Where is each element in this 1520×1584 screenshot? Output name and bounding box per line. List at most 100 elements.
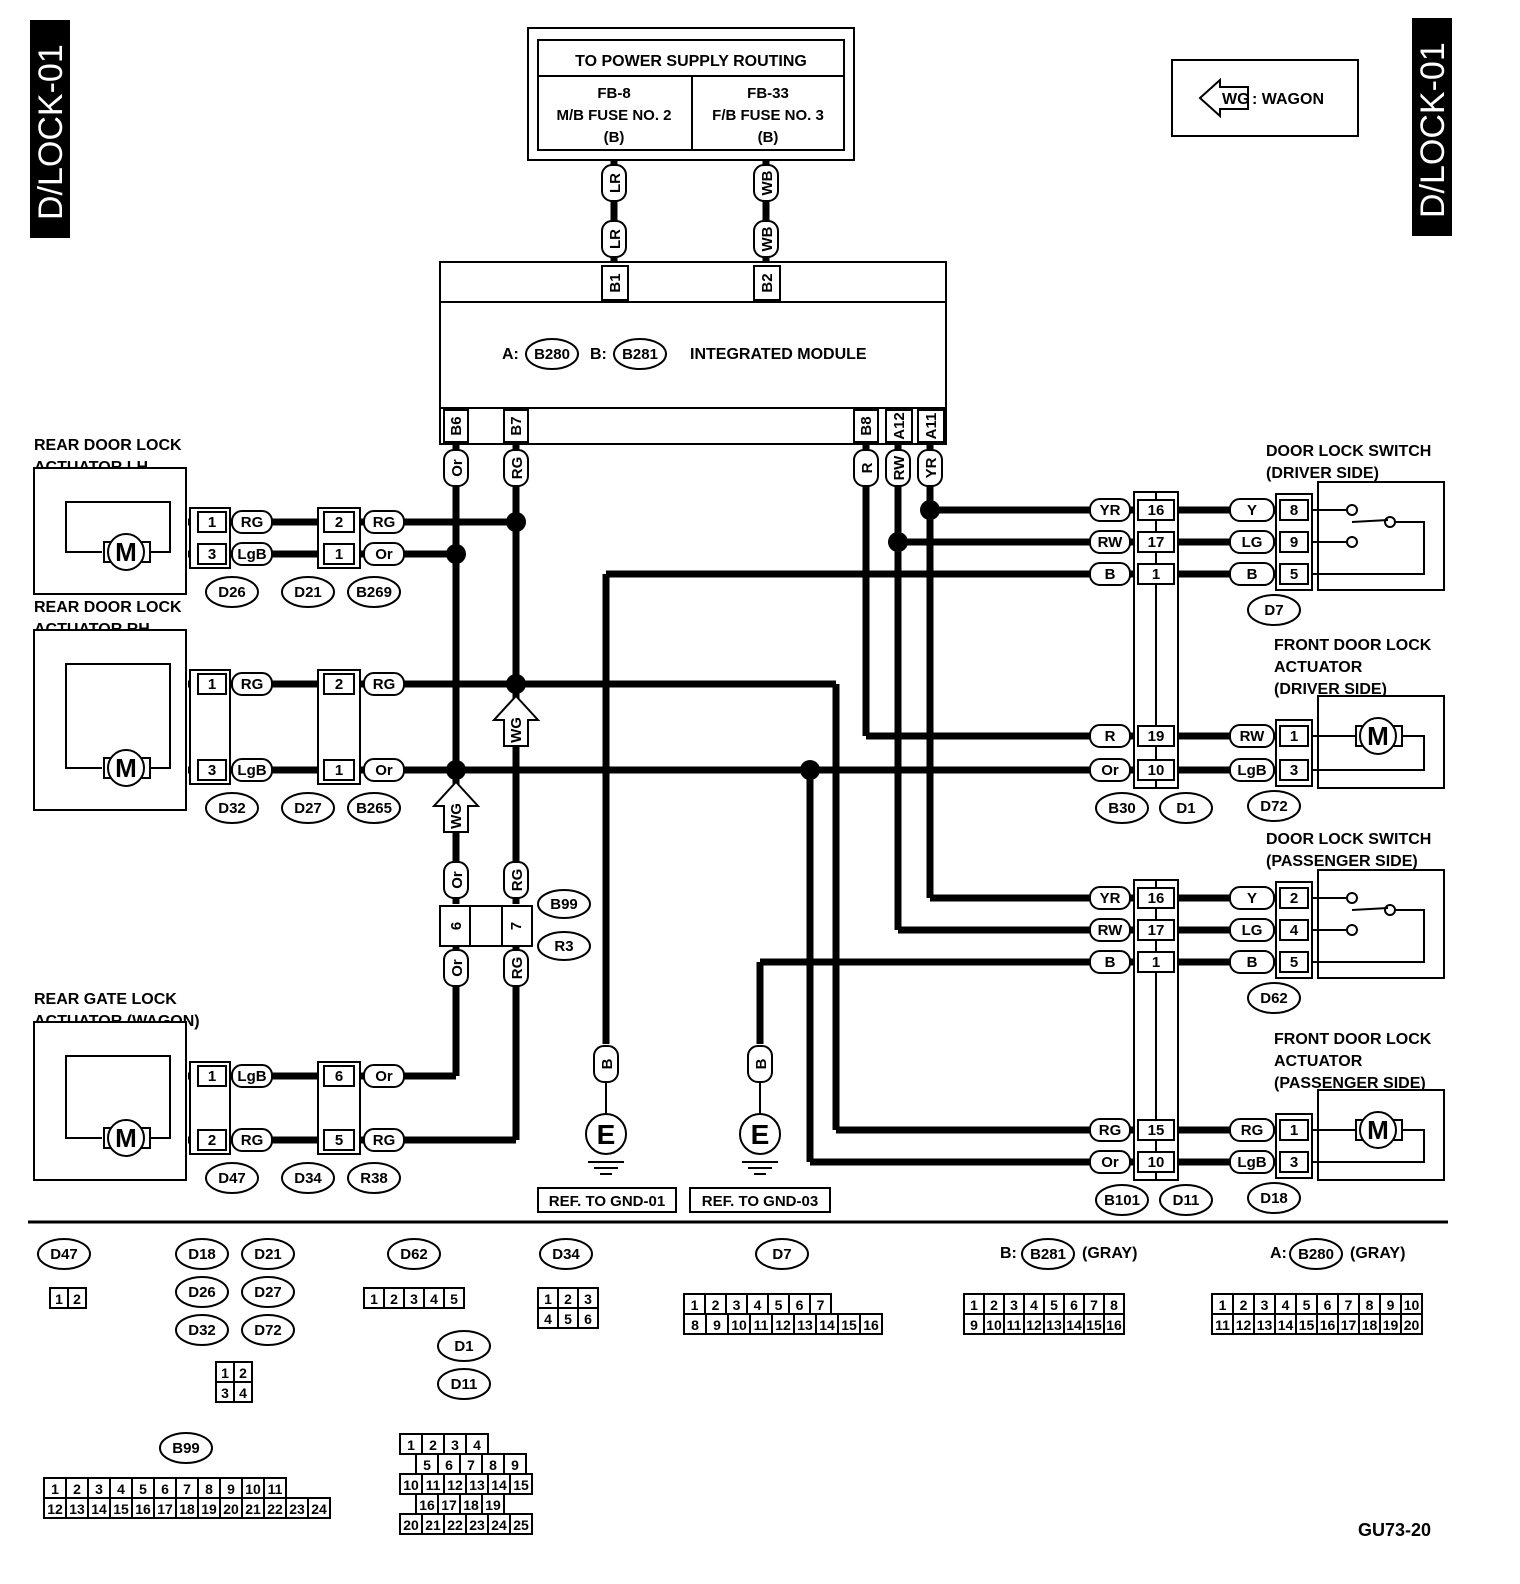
actuator-pass-wire-b: LgB <box>1229 1150 1275 1174</box>
rear-lh-motor: M <box>103 533 151 571</box>
pin-b2: B2 <box>759 273 776 292</box>
svg-text:B30: B30 <box>1108 800 1136 817</box>
rear-rh-wire-a: RG <box>231 672 273 696</box>
svg-text:D62: D62 <box>400 1246 428 1263</box>
rear-rh-conn-a: D32 <box>205 792 259 824</box>
svg-text:4: 4 <box>239 1385 247 1401</box>
col-driver-wire-0: YR <box>1089 498 1131 522</box>
svg-text:4: 4 <box>430 1291 438 1307</box>
actuator-driver-wire-b: LgB <box>1229 758 1275 782</box>
rear-lh-conn2-a: 2 <box>323 511 355 533</box>
svg-text:12: 12 <box>1236 1317 1252 1333</box>
switch-driver-wire-2: B <box>1229 562 1275 586</box>
actuator-pass-pin-1: 1 <box>1279 1119 1309 1141</box>
fuse-left-id: FB-8 <box>597 85 630 102</box>
page-code-tab-left: D/LOCK-01 <box>30 20 70 238</box>
svg-text:14: 14 <box>91 1501 107 1517</box>
actuator-driver-label: FRONT DOOR LOCK <box>1274 637 1432 654</box>
svg-text:B99: B99 <box>172 1440 200 1457</box>
svg-text:23: 23 <box>289 1501 305 1517</box>
col-pass-conn-a: B101 <box>1095 1184 1149 1216</box>
svg-text:5: 5 <box>1290 954 1298 971</box>
svg-text:10: 10 <box>245 1481 261 1497</box>
col-driver-pin-16: 16 <box>1137 499 1175 521</box>
switch-pass-wire-0: Y <box>1229 886 1275 910</box>
svg-text:3: 3 <box>221 1385 229 1401</box>
svg-text:Or: Or <box>449 459 466 477</box>
svg-text:16: 16 <box>135 1501 151 1517</box>
rear-lh-pin-b: 3 <box>197 543 227 565</box>
switch-pass-wire-2: B <box>1229 950 1275 974</box>
cv-d62-name: D62 <box>387 1238 441 1270</box>
pin-b6: B6 <box>448 416 465 435</box>
actuator-driver-label: ACTUATOR <box>1274 659 1363 676</box>
svg-text:17: 17 <box>1148 922 1165 939</box>
col-pass-pin-1: 1 <box>1137 951 1175 973</box>
svg-text:M: M <box>115 537 137 567</box>
rear-gate-pin-b: 2 <box>197 1129 227 1151</box>
svg-text:YR: YR <box>1100 502 1121 519</box>
svg-text:16: 16 <box>1148 890 1165 907</box>
svg-text:Or: Or <box>375 546 393 563</box>
svg-text:RW: RW <box>891 455 908 481</box>
cv-d47-name: D47 <box>37 1238 91 1270</box>
rear-rh-pin-a: 1 <box>197 673 227 695</box>
svg-text:4: 4 <box>544 1311 552 1327</box>
svg-text:8: 8 <box>489 1457 497 1473</box>
pin-a12: A12 <box>891 412 908 440</box>
switch-driver-pin-9: 9 <box>1279 531 1309 553</box>
svg-text:1: 1 <box>1290 728 1298 745</box>
wagon-legend: WG : WAGON <box>1171 59 1359 137</box>
svg-text:2: 2 <box>208 1132 216 1149</box>
svg-text:20: 20 <box>223 1501 239 1517</box>
col-pass-wire-1: RW <box>1089 918 1131 942</box>
svg-text:15: 15 <box>1086 1317 1102 1333</box>
rear-gate-motor: M <box>103 1119 151 1157</box>
rear-rh-conn-b: D27 <box>281 792 335 824</box>
rear-lh-conn2-b: 1 <box>323 543 355 565</box>
svg-text:1: 1 <box>335 546 343 563</box>
switch-driver-conn: D7 <box>1247 594 1301 626</box>
svg-text:5: 5 <box>423 1457 431 1473</box>
module-a-prefix: A: <box>502 346 519 363</box>
rear-gate-body <box>33 1021 187 1181</box>
svg-text:22: 22 <box>447 1517 463 1533</box>
actuator-driver-motor: M <box>1355 717 1403 755</box>
svg-text:LG: LG <box>1242 534 1263 551</box>
power-supply-title: TO POWER SUPPLY ROUTING <box>575 53 807 70</box>
svg-text:LgB: LgB <box>1237 1154 1266 1171</box>
svg-text:WB: WB <box>759 226 776 251</box>
svg-text:B281: B281 <box>1030 1246 1066 1263</box>
rear-lh-body <box>33 467 187 595</box>
svg-text:12: 12 <box>47 1501 63 1517</box>
svg-text:1: 1 <box>208 514 216 531</box>
svg-text:LgB: LgB <box>237 1068 266 1085</box>
col-pass-wire-0: YR <box>1089 886 1131 910</box>
svg-text:D21: D21 <box>254 1246 282 1263</box>
svg-text:A:: A: <box>1270 1245 1287 1262</box>
actuator-driver-wire-a: RW <box>1229 724 1275 748</box>
rear-lh-wire-c: RG <box>363 510 405 534</box>
svg-text:6: 6 <box>1070 1297 1078 1313</box>
col-driver-conn-a: B30 <box>1095 792 1149 824</box>
svg-text:1: 1 <box>407 1437 415 1453</box>
svg-text:D34: D34 <box>294 1170 322 1187</box>
svg-text:2: 2 <box>390 1291 398 1307</box>
rear-rh-label: REAR DOOR LOCK <box>34 599 182 616</box>
fuse-right-conn: (B) <box>758 129 779 146</box>
svg-text:1: 1 <box>1219 1297 1227 1313</box>
actuator-pass-motor: M <box>1355 1111 1403 1149</box>
svg-text:1: 1 <box>691 1297 699 1313</box>
svg-text:6: 6 <box>448 922 465 930</box>
svg-text:14: 14 <box>819 1317 835 1333</box>
col-pass-pin-17: 17 <box>1137 919 1175 941</box>
cv-b99-name: B99 <box>159 1432 213 1464</box>
rear-gate-wire-d: RG <box>363 1128 405 1152</box>
svg-text:18: 18 <box>463 1497 479 1513</box>
